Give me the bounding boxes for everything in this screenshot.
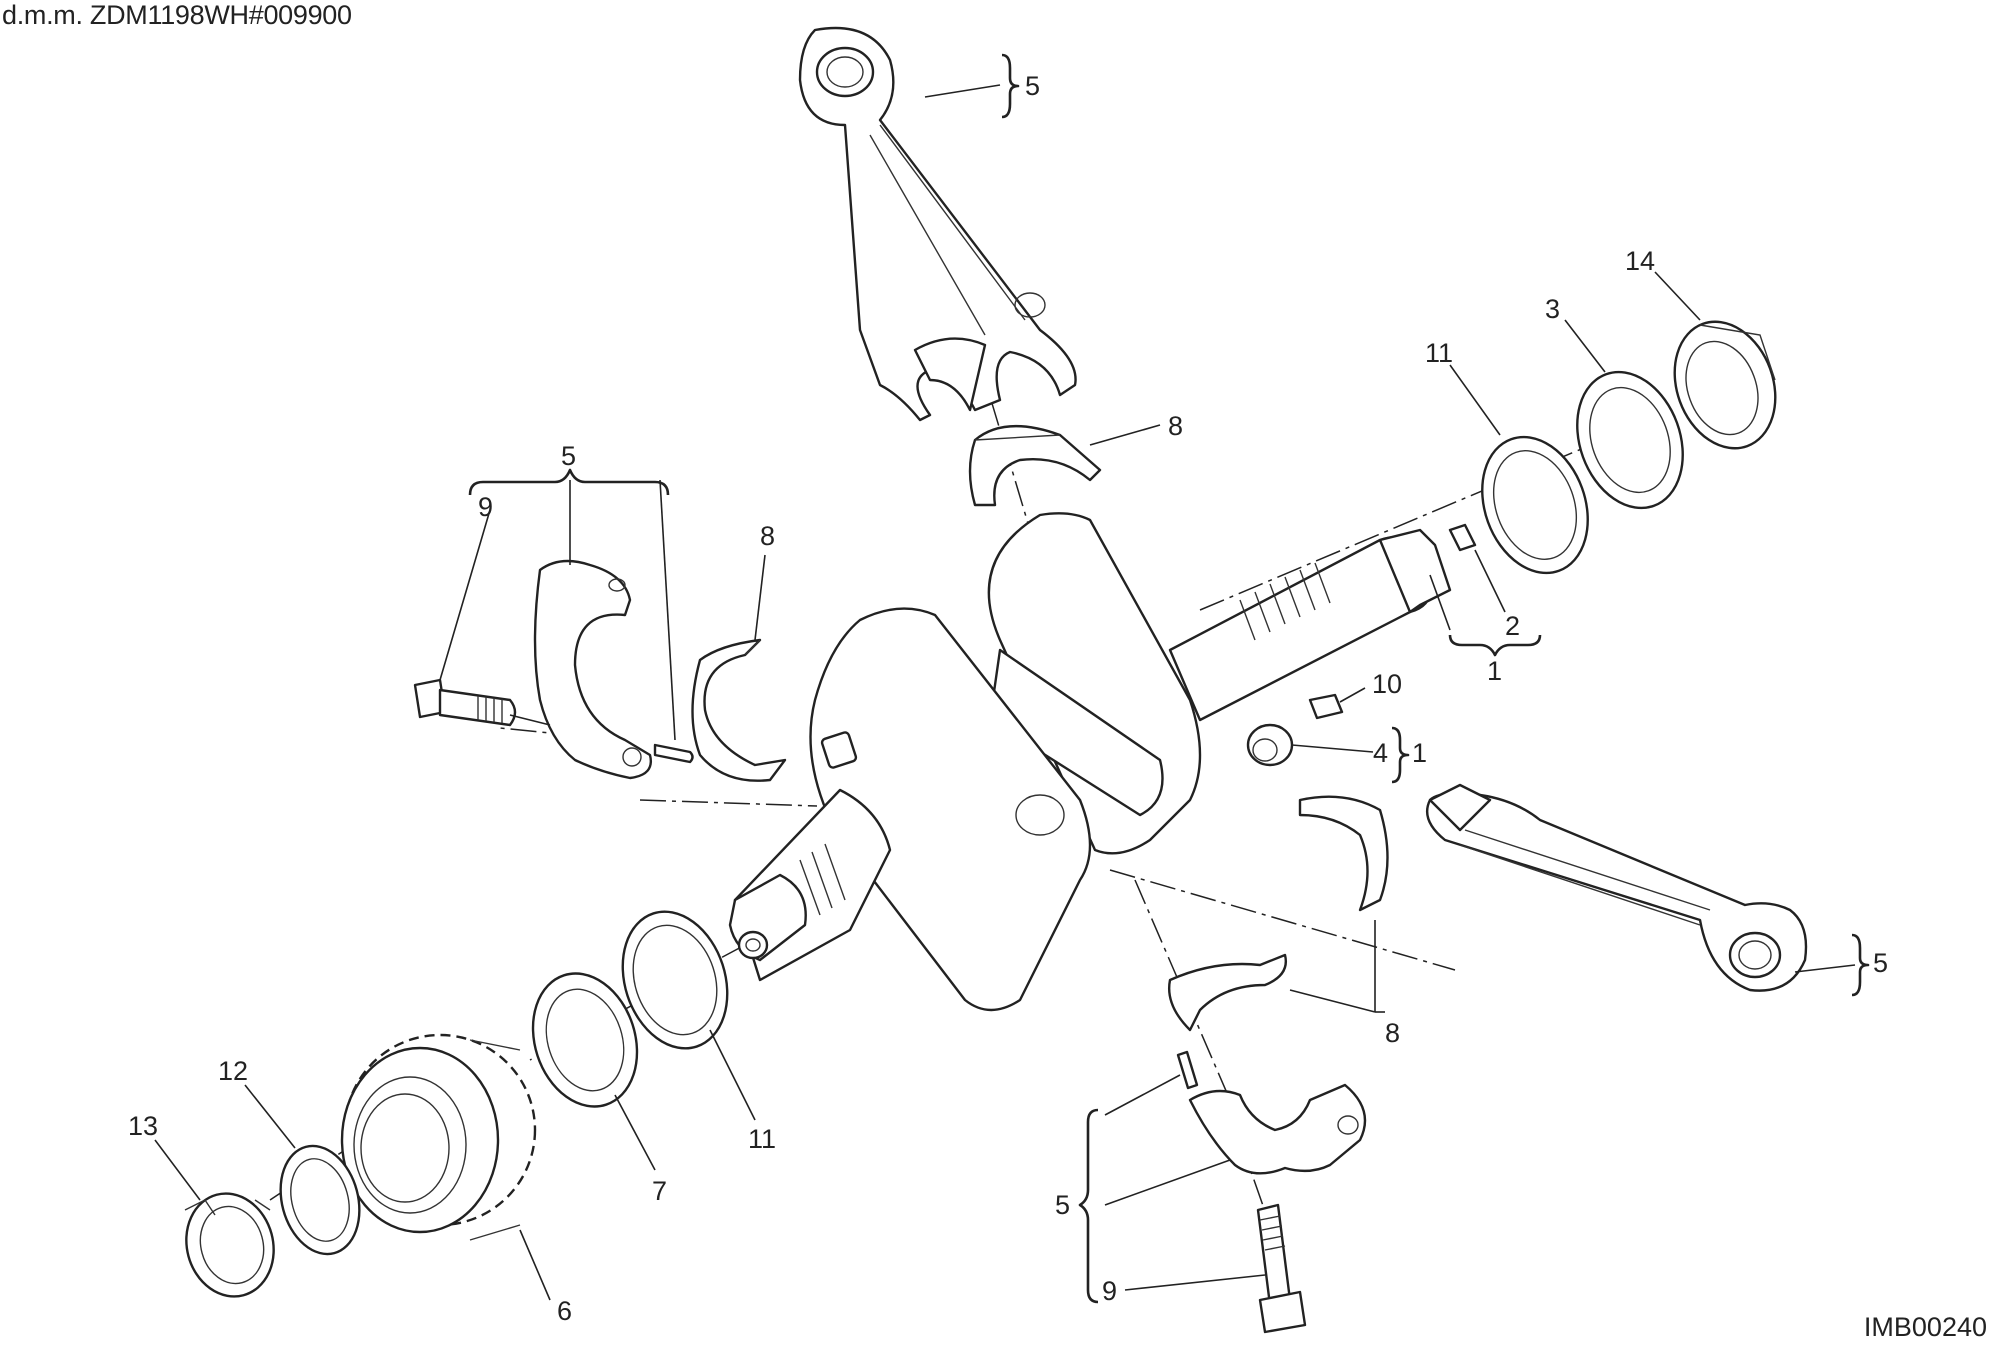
callout-c13: 13 [128, 1111, 158, 1141]
screw-bottom [1256, 1203, 1307, 1334]
ring-nut-14 [1673, 320, 1777, 450]
callout-c14: 14 [1625, 246, 1655, 276]
callout-labels: 5 8 5 9 8 14 3 11 2 1 10 4 1 5 8 11 7 6 … [128, 71, 1888, 1326]
ring-3 [1576, 370, 1684, 510]
model-code: d.m.m. ZDM1198WH#009900 [2, 0, 352, 30]
bearing-shell-right-upper [1298, 795, 1389, 912]
rod-cap-left [533, 559, 652, 780]
callout-c8-top: 8 [1168, 411, 1183, 441]
callout-c5-top-rod: 5 [1025, 71, 1040, 101]
ring-nut-13 [184, 1192, 275, 1298]
connecting-rod-upper [798, 26, 1077, 422]
leader-lines [154, 84, 1856, 1301]
ring-7 [531, 972, 639, 1108]
key-10 [1308, 693, 1344, 720]
callout-c6: 6 [557, 1296, 572, 1326]
callout-c8-left: 8 [760, 521, 775, 551]
callout-c12: 12 [218, 1056, 248, 1086]
callout-c3: 3 [1545, 294, 1560, 324]
gear-6 [340, 1033, 537, 1241]
bearing-shell-right-lower [1168, 953, 1287, 1032]
callout-c1-group: 1 [1487, 656, 1502, 686]
callout-c1-brace: 1 [1412, 738, 1427, 768]
crankshaft [728, 512, 1452, 1012]
shim-11-right [1481, 435, 1589, 575]
braces [468, 53, 1870, 1304]
shim-11-left [621, 910, 729, 1050]
callout-c2: 2 [1505, 611, 1520, 641]
callout-c11-left: 11 [748, 1124, 776, 1154]
dowel-pin-left [653, 743, 694, 764]
callout-c7: 7 [652, 1176, 667, 1206]
callout-c9-left: 9 [478, 492, 493, 522]
dowel-pin-bottom [1176, 1050, 1199, 1090]
rod-cap-bottom [1188, 1083, 1367, 1175]
callout-c4: 4 [1373, 738, 1388, 768]
plug-4 [1246, 723, 1294, 767]
bearing-shell-upper [968, 425, 1102, 507]
callout-c8-right: 8 [1385, 1018, 1400, 1048]
callout-c10: 10 [1372, 669, 1402, 699]
connecting-rod-lower-right [1425, 783, 1808, 992]
callout-c9-bottom: 9 [1102, 1276, 1117, 1306]
callout-c11-right: 11 [1425, 338, 1453, 368]
bearing-shell-left [691, 638, 787, 782]
callout-c5-cap-left: 5 [561, 441, 576, 471]
ring-12 [279, 1144, 361, 1256]
screw-left [413, 678, 517, 727]
image-code: IMB00240 [1863, 1312, 1987, 1342]
callout-c5-cap-bottom: 5 [1055, 1190, 1070, 1220]
plug-2 [1448, 523, 1477, 552]
callout-c5-right-rod: 5 [1873, 948, 1888, 978]
